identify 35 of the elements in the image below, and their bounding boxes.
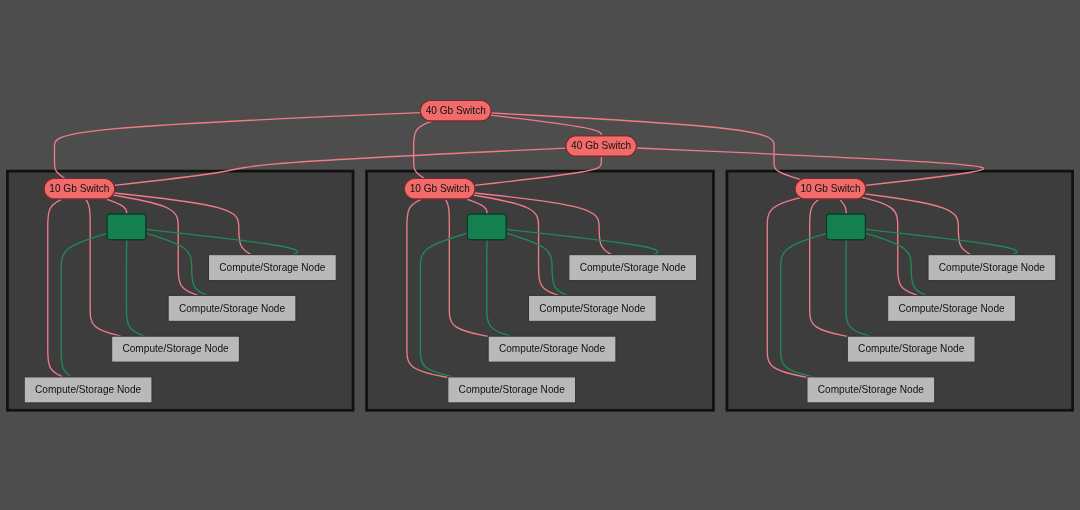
node-box: Compute/Storage Node — [208, 253, 337, 281]
connector — [145, 228, 299, 255]
connector — [412, 120, 433, 180]
connector — [865, 228, 1018, 255]
connector — [472, 194, 559, 296]
cluster — [725, 169, 1074, 412]
connector — [444, 198, 489, 337]
connector — [864, 192, 972, 255]
node-box: Compute/Storage Node — [528, 294, 657, 322]
cluster — [365, 169, 715, 412]
node-box: Compute/Storage Node — [111, 335, 240, 363]
connector — [809, 198, 848, 337]
connector — [113, 191, 252, 255]
connector — [636, 146, 985, 186]
node-box: Compute/Storage Node — [447, 376, 577, 404]
node-box: Compute/Storage Node — [167, 294, 297, 322]
node-box: Compute/Storage Node — [887, 294, 1016, 322]
node-box: Compute/Storage Node — [927, 253, 1057, 281]
node-box: Compute/Storage Node — [23, 376, 153, 404]
node-box: Compute/Storage Node — [846, 335, 976, 363]
node-box: Compute/Storage Node — [487, 335, 617, 363]
node-box: Compute/Storage Node — [806, 376, 936, 404]
connector — [53, 111, 422, 180]
connector — [865, 232, 927, 296]
connector — [861, 196, 918, 296]
connector — [145, 232, 207, 296]
connector — [489, 114, 603, 137]
connector — [473, 191, 613, 255]
connector — [47, 198, 64, 378]
connector — [839, 198, 847, 215]
connector — [466, 198, 488, 215]
connector — [112, 194, 199, 296]
node-box: Compute/Storage Node — [568, 253, 698, 281]
connector — [105, 198, 128, 215]
cluster — [6, 169, 355, 412]
